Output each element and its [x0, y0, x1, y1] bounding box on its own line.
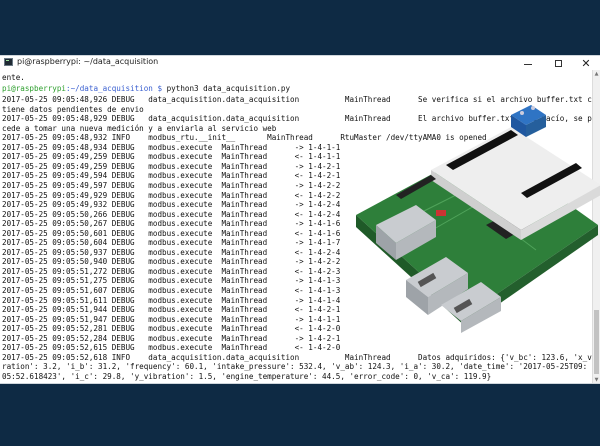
- log-line: 2017-05-25 09:05:50,267 DEBUG modbus.exe…: [2, 219, 341, 229]
- log-line: 2017-05-25 09:05:49,932 DEBUG modbus.exe…: [2, 200, 341, 210]
- scroll-up-icon[interactable]: ▲: [594, 71, 599, 77]
- log-line: cede a tomar una nueva medición y a envi…: [2, 123, 277, 133]
- log-line: 2017-05-25 09:05:52,615 DEBUG modbus.exe…: [2, 343, 341, 353]
- prompt-path: :~/data_acquisition $: [66, 84, 163, 93]
- log-line: tiene datos pendientes de envio: [2, 104, 144, 114]
- log-line: 2017-05-25 09:05:48,926 DEBUG data_acqui…: [2, 95, 592, 104]
- terminal-line: ente.: [2, 73, 25, 82]
- prompt-user: pi@raspberrypi: [2, 84, 67, 93]
- log-line: ration': 3.2, 'i_b': 31.2, 'frequency': …: [2, 362, 588, 372]
- log-line: 2017-05-25 09:05:49,594 DEBUG modbus.exe…: [2, 171, 341, 181]
- log-line: 2017-05-25 09:05:50,940 DEBUG modbus.exe…: [2, 257, 341, 267]
- log-line: 2017-05-25 09:05:51,275 DEBUG modbus.exe…: [2, 276, 341, 286]
- close-button[interactable]: ✕: [572, 56, 600, 70]
- minimize-button[interactable]: [514, 56, 542, 70]
- maximize-button[interactable]: [544, 56, 572, 70]
- log-line: 2017-05-25 09:05:49,259 DEBUG modbus.exe…: [2, 161, 341, 171]
- log-line: 2017-05-25 09:05:55,134 INFO data_acquis…: [2, 381, 587, 384]
- log-line: 2017-05-25 09:05:50,601 DEBUG modbus.exe…: [2, 228, 341, 238]
- prompt-command: python3 data_acquisition.py: [162, 84, 291, 93]
- log-line: 2017-05-25 09:05:52,284 DEBUG modbus.exe…: [2, 333, 341, 343]
- log-line: 2017-05-25 09:05:49,929 DEBUG modbus.exe…: [2, 190, 341, 200]
- log-line: 2017-05-25 09:05:49,597 DEBUG modbus.exe…: [2, 180, 341, 190]
- log-line: 05:52.618423', 'i_c': 29.8, 'y_vibration…: [2, 371, 492, 381]
- log-line: 2017-05-25 09:05:52,281 DEBUG modbus.exe…: [2, 324, 341, 334]
- scroll-thumb[interactable]: [594, 310, 599, 374]
- maximize-icon: [554, 59, 562, 67]
- log-line: 2017-05-25 09:05:51,272 DEBUG modbus.exe…: [2, 266, 341, 276]
- log-line: 2017-05-25 09:05:51,607 DEBUG modbus.exe…: [2, 286, 341, 295]
- title-bar[interactable]: pi@raspberrypi: ~/data_acquisition ✕: [0, 56, 600, 70]
- close-icon: ✕: [581, 56, 591, 70]
- log-line: 2017-05-25 09:05:50,937 DEBUG modbus.exe…: [2, 247, 341, 257]
- log-line: 2017-05-25 09:05:51,947 DEBUG modbus.exe…: [2, 314, 341, 324]
- log-line: 2017-05-25 09:05:49,259 DEBUG modbus.exe…: [2, 152, 341, 162]
- log-line: 2017-05-25 09:05:52,618 INFO data_acquis…: [2, 352, 592, 362]
- scroll-down-icon[interactable]: ▼: [594, 377, 599, 383]
- window-title: pi@raspberrypi: ~/data_acquisition: [17, 57, 159, 66]
- log-line: 2017-05-25 09:05:48,934 DEBUG modbus.exe…: [2, 142, 341, 152]
- terminal-window: pi@raspberrypi: ~/data_acquisition ✕ ent…: [0, 55, 600, 384]
- minimize-icon: [524, 63, 532, 65]
- raspberry-pi-photo: [356, 105, 600, 333]
- log-line: 2017-05-25 09:05:51,944 DEBUG modbus.exe…: [2, 305, 341, 315]
- log-line: 2017-05-25 09:05:48,932 INFO modbus_rtu.…: [2, 133, 487, 143]
- log-line: 2017-05-25 09:05:50,266 DEBUG modbus.exe…: [2, 209, 341, 219]
- log-line: 2017-05-25 09:05:50,604 DEBUG modbus.exe…: [2, 238, 341, 248]
- command-prompt-line: pi@raspberrypi:~/data_acquisition $ pyth…: [2, 83, 290, 94]
- terminal-icon: [4, 58, 13, 66]
- log-line: 2017-05-25 09:05:51,611 DEBUG modbus.exe…: [2, 295, 341, 305]
